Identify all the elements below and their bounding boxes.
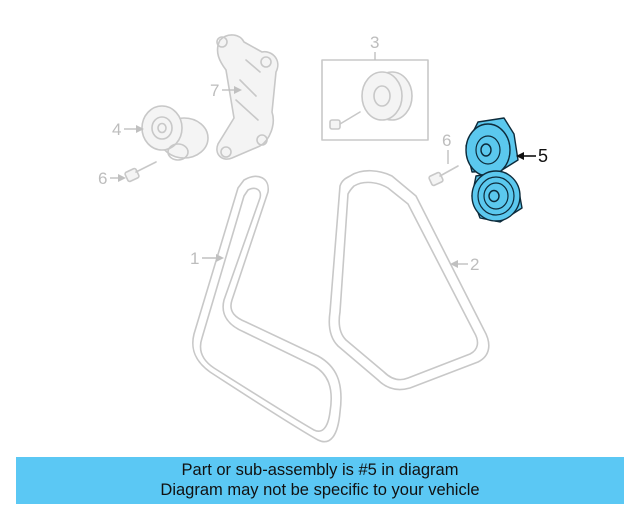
belt-2 [328,169,490,391]
bolt-6-right [428,165,459,187]
belt-1-callout: 1 [190,249,224,268]
banner-line-1: Part or sub-assembly is #5 in diagram [181,461,459,479]
belt-2-callout: 2 [450,255,479,274]
svg-text:6: 6 [98,169,107,188]
tensioner-4 [141,105,209,161]
banner-line-2: Diagram may not be specific to your vehi… [160,481,480,499]
bracket-7-callout: 7 [210,81,242,100]
bracket-7 [216,34,279,160]
bolt-6-left-callout: 6 [98,169,126,188]
belt-1 [192,175,342,443]
parts-diagram: 1 2 7 4 [98,33,548,443]
tensioner-5-callout: 5 [516,146,548,166]
svg-text:6: 6 [442,131,451,150]
bolt-6-left [124,161,157,183]
svg-text:5: 5 [538,146,548,166]
bolt-6-right-callout: 6 [442,131,451,164]
idler-pulley-3 [321,59,429,141]
svg-text:3: 3 [370,33,379,52]
svg-text:1: 1 [190,249,199,268]
pulley-3-callout: 3 [370,33,379,60]
svg-text:4: 4 [112,120,121,139]
svg-text:7: 7 [210,81,219,100]
part-info-banner: Part or sub-assembly is #5 in diagram Di… [16,457,624,504]
tensioner-5[interactable] [465,117,523,223]
svg-text:2: 2 [470,255,479,274]
tensioner-4-callout: 4 [112,120,144,139]
